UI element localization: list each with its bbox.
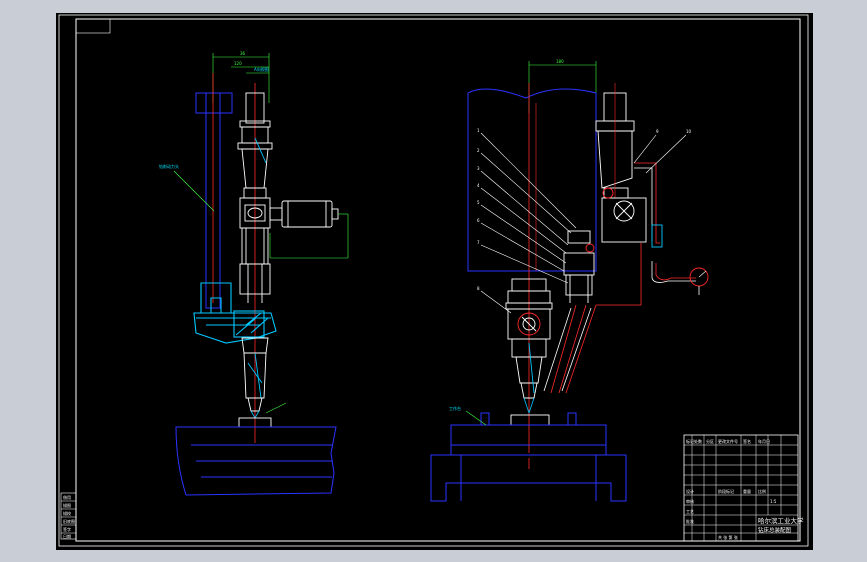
strip-label-4: 签字 xyxy=(63,526,71,532)
left-feed-unit xyxy=(239,227,271,303)
tb-field-0: 阶段标记 xyxy=(718,488,734,494)
right-motor xyxy=(595,83,635,199)
cad-viewport[interactable]: 借用 描图 描校 旧底图 签字 日期 36 120 A向视图 xyxy=(56,13,813,550)
tb-row-1: 处数 xyxy=(694,438,702,444)
balloon-7: 7 xyxy=(477,240,480,245)
balloon-4: 4 xyxy=(477,183,480,188)
right-spindle-head xyxy=(505,278,553,399)
balloon-9: 9 xyxy=(656,129,659,134)
tb-row-3: 更改文件号 xyxy=(718,438,738,444)
balloon-6: 6 xyxy=(477,218,480,223)
inner-frame xyxy=(75,18,801,542)
left-side-strip: 借用 描图 描校 旧底图 签字 日期 xyxy=(60,492,77,540)
strip-label-3: 旧底图 xyxy=(63,518,75,524)
flow-meter xyxy=(651,224,663,248)
dim-left-view-label: A向视图 xyxy=(254,66,269,72)
balloon-5: 5 xyxy=(477,200,480,205)
strip-label-1: 描图 xyxy=(63,502,71,508)
tb-row-0: 标记 xyxy=(686,438,694,444)
left-motor xyxy=(237,92,273,199)
right-hydraulic-lines xyxy=(550,162,696,394)
right-leader-lines xyxy=(480,132,687,314)
right-view: 180 xyxy=(430,59,709,502)
balloon-10: 10 xyxy=(686,129,692,134)
corner-code-box xyxy=(75,18,111,34)
left-drill-bit xyxy=(250,410,260,419)
right-hydraulic-lines-white xyxy=(543,167,696,392)
balloon-1: 1 xyxy=(477,128,480,133)
left-side-dim xyxy=(269,213,349,259)
assembly-drawing: 借用 描图 描校 旧底图 签字 日期 36 120 A向视图 xyxy=(58,14,809,547)
pressure-gauge-needle xyxy=(698,270,707,278)
left-work-table xyxy=(175,426,337,496)
tb-role-3: 批准 xyxy=(686,518,694,524)
tb-row-5: 年月日 xyxy=(758,438,770,444)
left-view: 36 120 A向视图 xyxy=(159,51,349,496)
tb-scale: 1:5 xyxy=(770,499,777,504)
tb-field-2: 比例 xyxy=(758,488,766,494)
dim-left-36: 36 xyxy=(240,51,246,56)
left-column-cap xyxy=(195,92,233,114)
strip-label-0: 借用 xyxy=(63,494,71,500)
left-leader-line xyxy=(173,170,215,212)
strip-label-5: 日期 xyxy=(63,533,71,539)
tb-field-3: 共 张 第 张 xyxy=(718,534,738,540)
tb-role-1: 审核 xyxy=(686,498,694,504)
tb-role-2: 工艺 xyxy=(686,509,694,514)
dim-right-180: 180 xyxy=(556,59,564,64)
right-workpiece xyxy=(510,414,550,426)
left-leader-line-2 xyxy=(265,402,287,414)
tb-row-2: 分区 xyxy=(706,438,714,444)
tb-field-1: 重量 xyxy=(743,488,751,494)
tb-school: 哈尔滨工业大学 xyxy=(758,516,804,525)
strip-label-2: 描校 xyxy=(63,510,71,516)
tb-drawing-name: 钻床总装配图 xyxy=(758,526,792,534)
tb-row-4: 签名 xyxy=(743,438,751,444)
base-leader-line xyxy=(465,410,487,426)
right-feed-unit xyxy=(563,230,595,303)
right-gearbox xyxy=(601,187,647,243)
outer-frame xyxy=(58,14,809,547)
title-block: 标记 处数 分区 更改文件号 签名 年月日 设计 审核 工艺 批准 阶段标记 重… xyxy=(683,434,804,542)
dim-left-120: 120 xyxy=(234,61,242,66)
right-drill-bit xyxy=(523,397,535,414)
right-base xyxy=(430,412,627,502)
right-top-dimension xyxy=(528,61,597,113)
balloon-2: 2 xyxy=(477,148,480,153)
leader-label-left: 钻削动力头 xyxy=(159,163,179,169)
leader-label-base: 工作台 xyxy=(449,405,461,411)
tb-role-0: 设计 xyxy=(686,488,694,494)
balloon-8: 8 xyxy=(477,286,480,291)
right-column xyxy=(467,88,597,272)
balloon-3: 3 xyxy=(477,166,480,171)
